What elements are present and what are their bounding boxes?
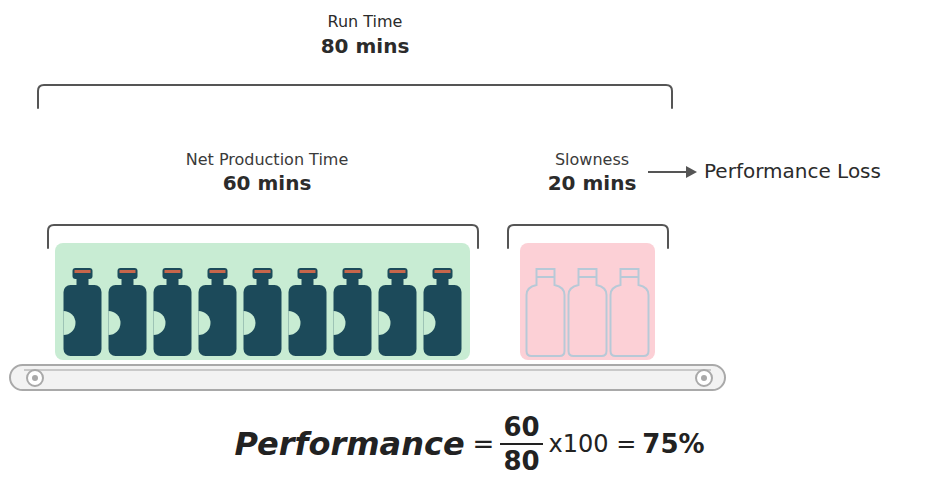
bottle	[109, 268, 147, 356]
formula-multiplier: x100 =	[549, 430, 637, 458]
formula-term: Performance	[234, 425, 464, 463]
run-time-heading: Run Time	[328, 12, 403, 31]
bottle	[154, 268, 192, 356]
slowness-region: Slowness20 mins	[506, 150, 678, 360]
bottle	[424, 268, 462, 356]
bottle-illustration	[55, 243, 470, 360]
numerator: 60	[500, 412, 542, 445]
conveyor-belt	[10, 365, 725, 390]
equals-sign: =	[473, 429, 495, 459]
bottle	[244, 268, 282, 356]
region-duration: 60 mins	[48, 170, 486, 196]
fraction: 6080	[500, 412, 542, 476]
bottle	[379, 268, 417, 356]
bottle	[64, 268, 102, 356]
bottle	[334, 268, 372, 356]
ghost-bottle	[569, 269, 607, 356]
bottle	[199, 268, 237, 356]
produced-output-band	[55, 243, 470, 360]
region-heading: Slowness	[506, 150, 678, 170]
missing-output-band	[520, 243, 655, 360]
run-time-duration: 80 mins	[321, 34, 410, 58]
ghost-bottle	[611, 269, 649, 356]
ghost-bottle	[527, 269, 565, 356]
region-duration: 20 mins	[506, 170, 678, 196]
region-heading: Net Production Time	[48, 150, 486, 170]
bottle	[289, 268, 327, 356]
run-time-bracket	[38, 85, 672, 108]
net-production-region: Net Production Time60 mins	[48, 150, 486, 360]
formula-row: Performance=6080x100 =75%	[0, 412, 939, 476]
denominator: 80	[503, 445, 539, 476]
performance-result: 75%	[642, 429, 704, 459]
bottle-illustration	[520, 243, 655, 360]
arrow-head	[686, 166, 697, 178]
performance-loss-label: Performance Loss	[704, 159, 881, 183]
loss-arrow	[648, 166, 697, 178]
arrow-shaft	[648, 171, 690, 173]
